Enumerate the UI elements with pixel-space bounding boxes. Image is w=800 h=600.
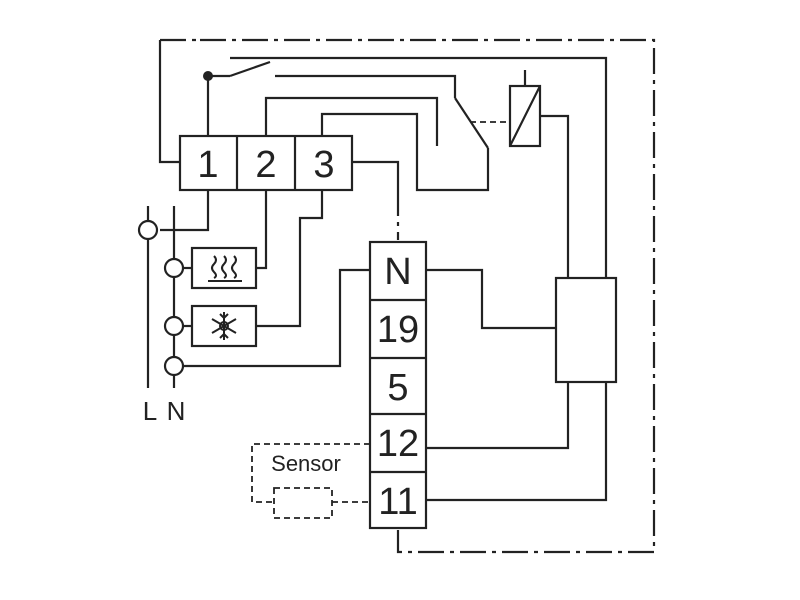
wire-t2-up	[264, 96, 439, 146]
terminal-block-top	[178, 134, 354, 192]
wire-12-to-controller	[426, 382, 570, 450]
terminal-2: 2	[255, 144, 276, 186]
terminal-cool	[163, 315, 185, 337]
snowflake-icon	[211, 312, 237, 340]
relay-contact	[454, 97, 489, 149]
terminal-heat	[163, 257, 185, 279]
wire-t3-right	[352, 160, 400, 190]
sensor	[273, 487, 333, 519]
housing-outline	[200, 38, 656, 554]
label-n: N	[167, 396, 186, 426]
terminal-3: 3	[313, 144, 334, 186]
wire-neutral	[183, 268, 370, 368]
sensor-label: Sensor	[271, 451, 341, 476]
controller-box	[554, 276, 618, 384]
terminal-n	[163, 355, 185, 377]
wire-switch-right	[230, 56, 608, 278]
label-l: L	[143, 396, 157, 426]
wire-t1-top	[158, 40, 180, 164]
terminal-n-label: N	[384, 251, 411, 293]
wire-coil-bottom	[540, 114, 570, 278]
terminal-1: 1	[197, 144, 218, 186]
terminal-12: 12	[377, 423, 419, 465]
terminal-5: 5	[387, 367, 408, 409]
wire-11-to-controller	[426, 382, 608, 502]
relay-coil-mark	[509, 85, 541, 147]
junction-dot	[203, 71, 213, 81]
wire-t1-down	[160, 190, 210, 232]
wire-switch-out	[275, 74, 457, 98]
switch-blade	[229, 60, 271, 78]
terminal-19: 19	[377, 309, 419, 351]
heating-waves-icon	[208, 255, 242, 282]
terminal-block-side	[368, 240, 428, 530]
wire-n-to-controller	[426, 268, 556, 330]
wire-common	[206, 74, 230, 136]
terminal-11: 11	[378, 481, 417, 523]
terminal-l	[137, 219, 159, 241]
wire-t3-down	[256, 190, 324, 328]
wire-t3-up	[320, 112, 490, 192]
wire-t2-down	[256, 190, 268, 270]
